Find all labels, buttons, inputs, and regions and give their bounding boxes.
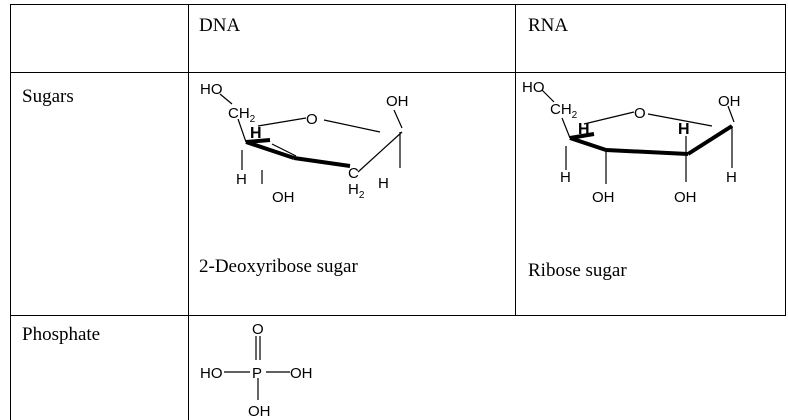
dna-sugar-caption: 2-Deoxyribose sugar [199, 256, 358, 277]
rna-h-right-label: H [726, 169, 737, 186]
phosphate-oh-bottom-label: OH [248, 403, 271, 420]
row-label-phosphate: Phosphate [22, 324, 101, 345]
dna-ch2-label: CH2 [228, 105, 256, 125]
dna-c-label: C [348, 165, 359, 182]
dna-ring-oxygen-label: O [306, 111, 318, 128]
rna-h-left-label: H [560, 169, 571, 186]
rna-h-center-label: H [578, 121, 590, 138]
table-border-left [10, 4, 11, 420]
dna-h-right-label: H [378, 175, 389, 192]
table-divider-col2 [515, 4, 516, 316]
header-rna: RNA [528, 15, 569, 36]
table-border-right [785, 4, 786, 316]
phosphate-structure: O HO P OH OH [200, 321, 313, 420]
table-border-top [10, 4, 786, 5]
dna-ho-label: HO [200, 81, 223, 98]
table-row-divider-1 [10, 72, 786, 73]
phosphate-oh-right-label: OH [290, 365, 313, 382]
rna-ch2-label: CH2 [550, 101, 578, 121]
rna-ring-oxygen-label: O [634, 105, 646, 122]
dna-h-center-label: H [250, 125, 262, 142]
rna-oh-right-label: OH [718, 93, 741, 110]
phosphate-p-label: P [252, 365, 262, 382]
rna-oh-bottom-left-label: OH [592, 189, 615, 206]
rna-oh-bottom-right-label: OH [674, 189, 697, 206]
dna-h2-label: H2 [348, 181, 365, 201]
dna-h-left-label: H [236, 171, 247, 188]
dna-oh-bottom-label: OH [272, 189, 295, 206]
rna-h-inner-right-label: H [678, 121, 690, 138]
rna-ho-label: HO [522, 79, 545, 96]
dna-oh-right-label: OH [386, 93, 409, 110]
phosphate-ho-label: HO [200, 365, 223, 382]
header-dna: DNA [199, 15, 241, 36]
phosphate-o-label: O [252, 321, 264, 338]
deoxyribose-structure: HO CH2 O OH H H C H2 H OH [200, 81, 409, 206]
table-divider-col1 [188, 4, 189, 420]
row-label-sugars: Sugars [22, 86, 74, 107]
table-row-divider-2 [10, 315, 786, 316]
rna-sugar-caption: Ribose sugar [528, 260, 627, 281]
ribose-structure: HO CH2 O OH H H H H OH OH [522, 79, 741, 206]
